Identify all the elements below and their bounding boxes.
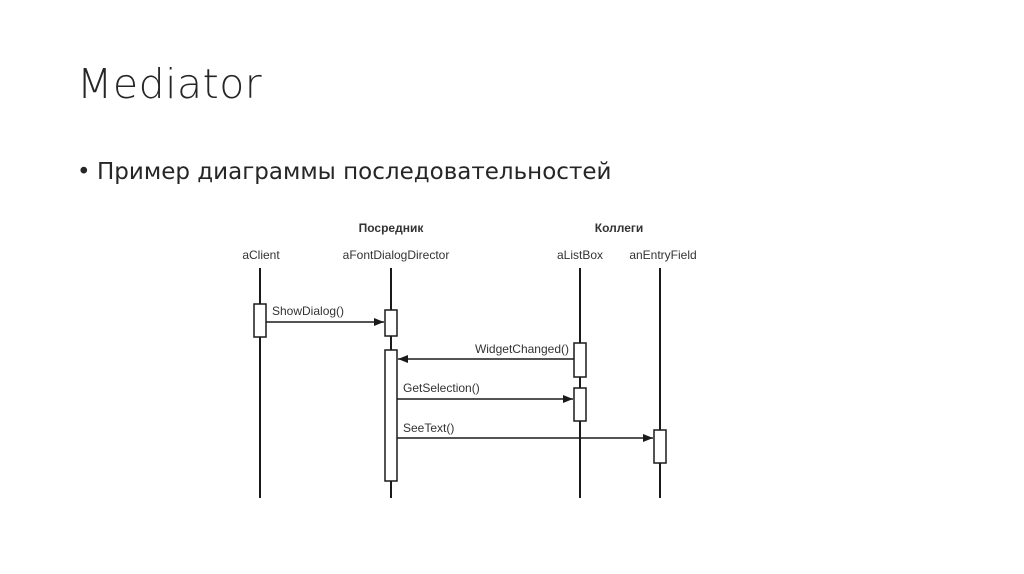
activation-entryfield — [653, 429, 667, 464]
group-label-mediator: Посредник — [359, 221, 425, 235]
bullet-item: •Пример диаграммы последовательностей — [77, 156, 611, 188]
activation-listbox-2 — [573, 387, 587, 422]
object-label-client: aClient — [242, 248, 280, 262]
bullet-dot: • — [77, 159, 91, 185]
bullet-text: Пример диаграммы последовательностей — [97, 159, 612, 185]
activation-director-1 — [384, 309, 398, 337]
object-label-entryfield: anEntryField — [629, 248, 696, 262]
activation-client — [253, 303, 267, 338]
activation-listbox-1 — [573, 342, 587, 378]
object-label-listbox: aListBox — [557, 248, 603, 262]
message-label-get-selection: GetSelection() — [403, 381, 480, 395]
message-label-see-text: SeeText() — [403, 421, 454, 435]
activation-director-2 — [384, 349, 398, 482]
slide-title: Mediator — [77, 60, 263, 108]
message-label-widget-changed: WidgetChanged() — [475, 342, 569, 356]
group-label-colleagues: Коллеги — [595, 221, 644, 235]
object-label-director: aFontDialogDirector — [343, 248, 450, 262]
message-label-show-dialog: ShowDialog() — [272, 304, 344, 318]
